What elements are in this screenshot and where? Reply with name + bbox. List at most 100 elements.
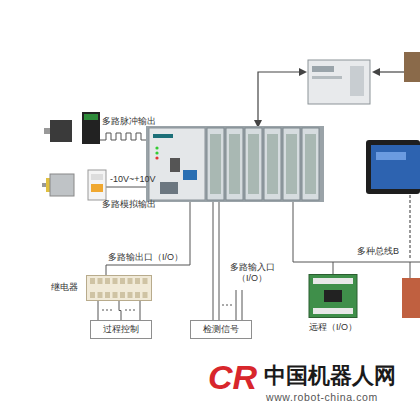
plc-cpu [149, 128, 205, 200]
module-door [248, 134, 259, 194]
led [155, 151, 158, 154]
text-label: 多路脉冲输出 [102, 116, 156, 127]
bus-wire [293, 200, 420, 262]
relay-terminal [128, 278, 133, 284]
connector [183, 170, 197, 180]
relay-terminal [135, 292, 140, 298]
arrow-head [372, 68, 380, 76]
relay-body [87, 276, 152, 301]
motor-shaft [42, 183, 46, 187]
relay-terminal [135, 278, 140, 284]
analog-wire [106, 187, 148, 188]
part-name: 继电器 [51, 282, 78, 293]
arrow-head [299, 68, 307, 76]
led [155, 156, 158, 159]
relay-wire [140, 301, 141, 320]
module-door [286, 134, 297, 194]
relay-terminal [128, 292, 133, 298]
key-slot [170, 158, 180, 172]
input-wire [213, 200, 214, 320]
stepper-driver [82, 112, 100, 144]
pulse-wire [100, 133, 148, 140]
io-module [264, 128, 281, 200]
text-label: -10V~+10V [110, 174, 156, 185]
industrial-pc [308, 60, 370, 104]
io-module [302, 128, 319, 200]
connector-line [119, 301, 121, 320]
relay-terminal [120, 278, 125, 284]
io-module [226, 128, 243, 200]
led [155, 146, 158, 149]
servo-motor [50, 174, 74, 196]
relay-terminal [113, 292, 118, 298]
touch-screen [366, 140, 420, 194]
motor-flange [46, 178, 50, 192]
pc-link [258, 72, 300, 122]
text-label: 多路输入口（I/O） [226, 262, 278, 284]
box-text: 过程控制 [97, 324, 145, 335]
relay-terminal [98, 278, 103, 284]
terminal-strip [313, 308, 353, 314]
text-label: 多种总线B [357, 246, 399, 257]
drive-unit [88, 170, 106, 200]
drive-bay [312, 76, 342, 79]
screen [371, 145, 420, 189]
text-label: 多路模拟输出 [102, 199, 156, 210]
terminal [84, 114, 98, 120]
wire-ellipsis [125, 310, 137, 311]
process-box: 检测信号 [190, 320, 252, 339]
relay-node: 继电器 [86, 275, 152, 301]
device-photo [402, 278, 420, 318]
circuit-board [309, 275, 357, 318]
input-wire [242, 290, 243, 320]
pc-panel [350, 66, 364, 96]
input-wire [219, 200, 220, 320]
stepper-motor [50, 120, 72, 142]
relay-wire [98, 301, 99, 320]
text-label: 中国机器人网 [264, 364, 396, 388]
screen-bar [376, 152, 406, 160]
module-door [305, 134, 316, 194]
relay-terminal [98, 292, 103, 298]
module-door [229, 134, 240, 194]
plc-rail [146, 126, 324, 202]
relay-terminal [113, 278, 118, 284]
relay-terminal [105, 278, 110, 284]
chip [324, 290, 342, 302]
port [160, 182, 178, 194]
text-label: www.robot-china.com [266, 391, 378, 403]
relay-terminal [90, 278, 95, 284]
device-photo [404, 52, 420, 82]
remote-io-module [308, 274, 358, 318]
text-label: 多路输出口（I/O） [108, 252, 183, 263]
relay-terminal [143, 278, 148, 284]
wire-ellipsis [222, 305, 233, 306]
module-door [210, 134, 221, 194]
io-module [245, 128, 262, 200]
box-text: 检测信号 [197, 324, 245, 335]
remote-io-node: 远程（I/O） [306, 274, 360, 333]
relay-terminal [120, 292, 125, 298]
bus-wire [410, 195, 411, 258]
relay-terminal [90, 292, 95, 298]
bus-wire [410, 262, 411, 278]
motor-shaft [44, 128, 50, 134]
wire-ellipsis [102, 310, 114, 311]
output-wire [106, 200, 190, 275]
process-box: 过程控制 [90, 320, 152, 339]
drive-panel [91, 184, 103, 192]
drive-bay [312, 66, 334, 72]
relay-terminal [143, 292, 148, 298]
io-module [207, 128, 224, 200]
text-label: CR [208, 358, 257, 396]
input-wire [236, 290, 237, 320]
io-module [283, 128, 300, 200]
brand-bar [153, 134, 173, 138]
relay-symbol [86, 275, 152, 301]
part-name: 远程（I/O） [306, 322, 360, 333]
terminal-strip [313, 278, 353, 284]
relay-terminal [105, 292, 110, 298]
